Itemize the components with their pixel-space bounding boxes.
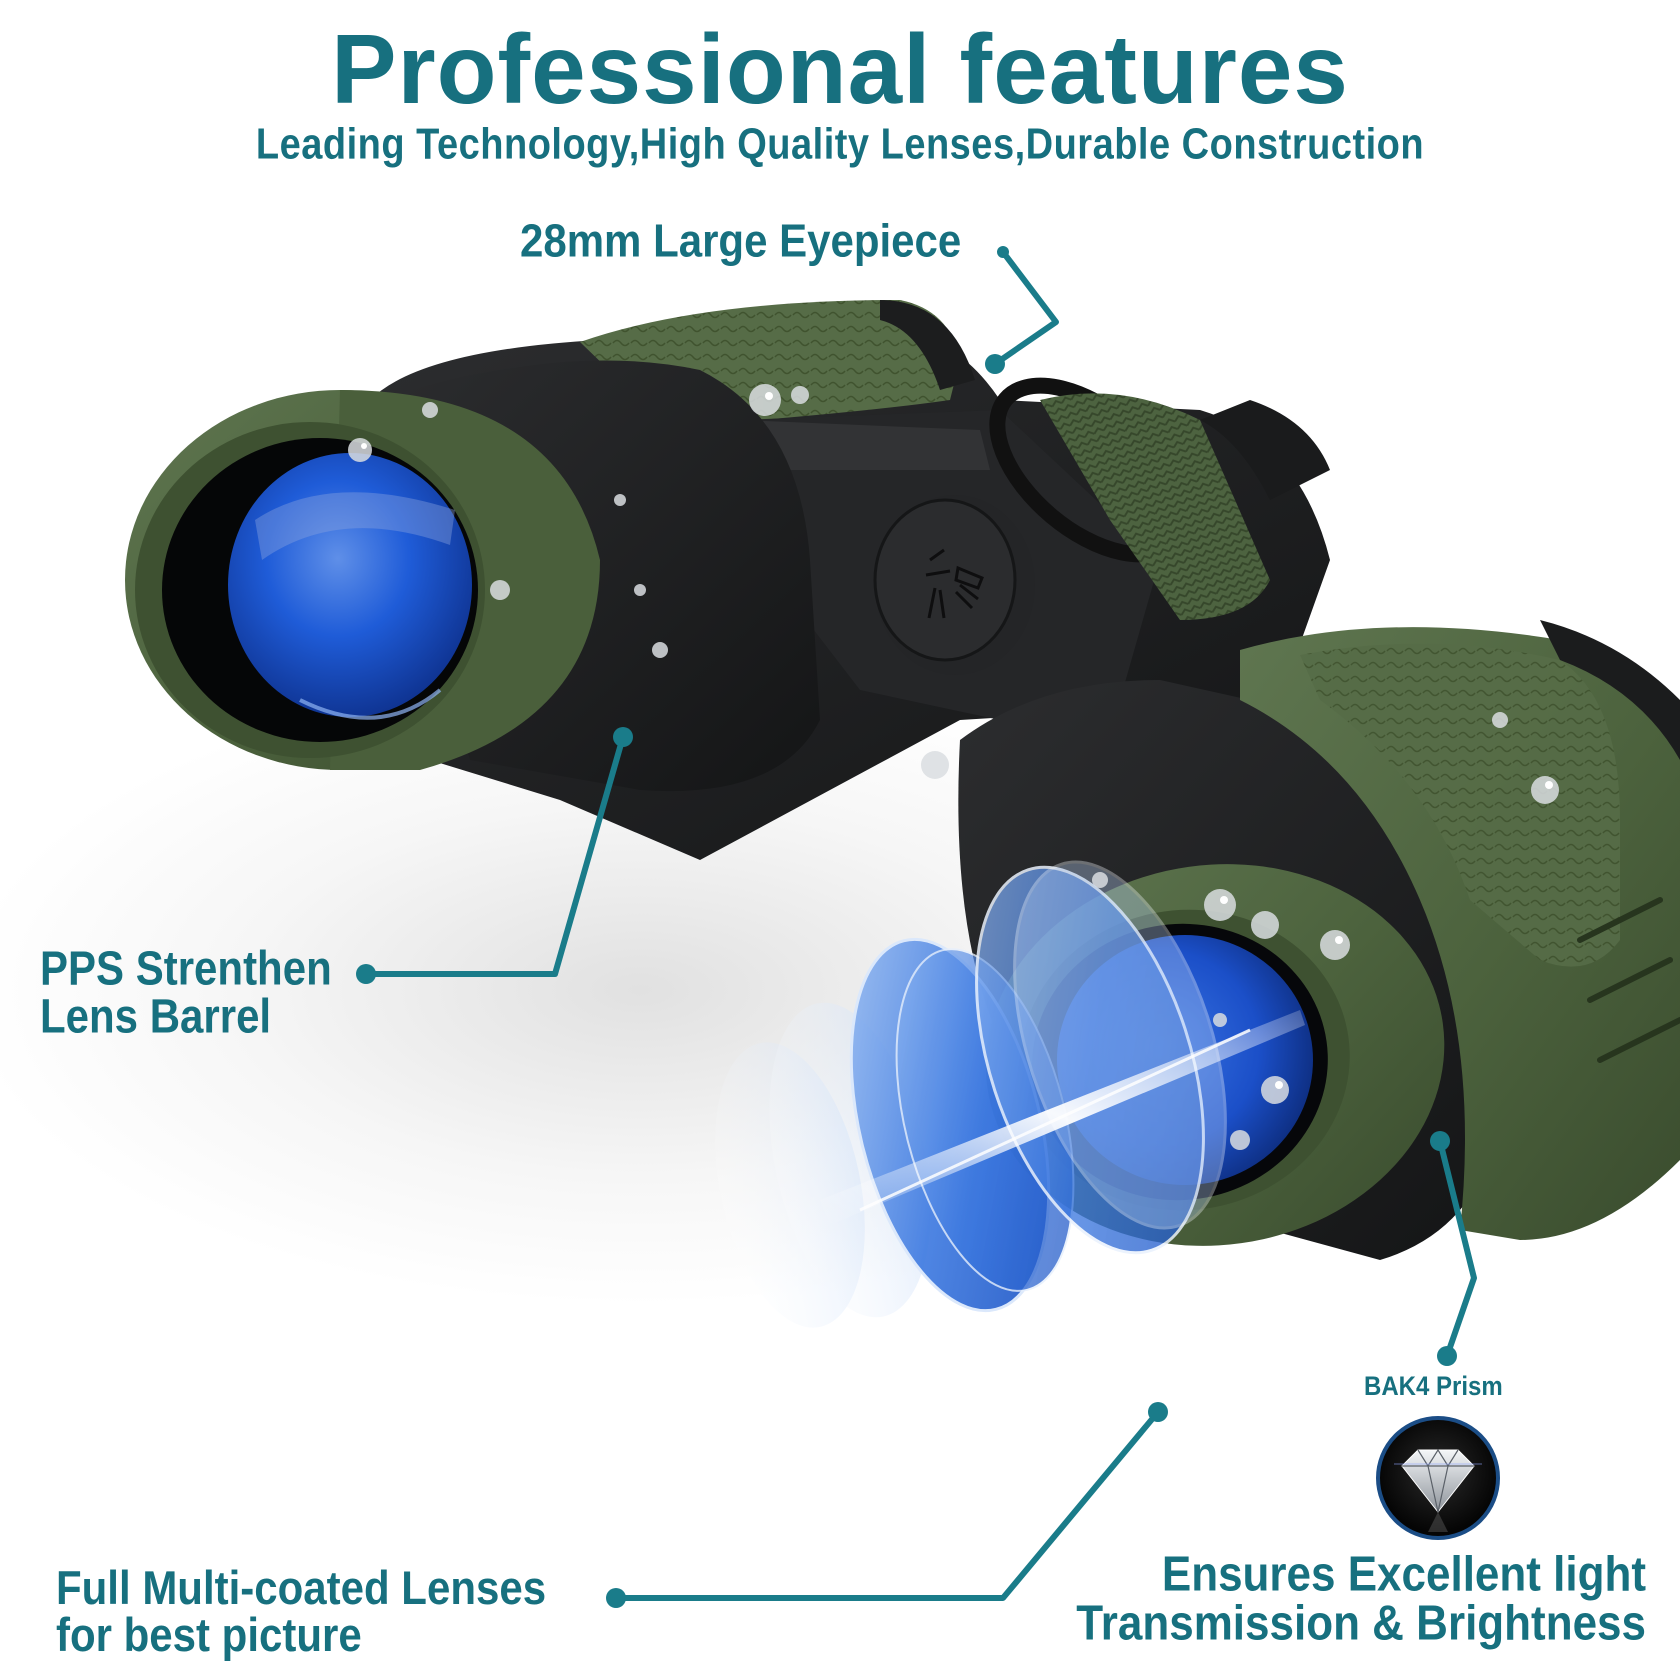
- page-title: Professional features: [331, 14, 1349, 124]
- callout-prism-benefit: Ensures Excellent light Transmission & B…: [1076, 1546, 1646, 1651]
- callout-multicoated-line1: Full Multi-coated Lenses: [56, 1561, 547, 1615]
- grip-ridges: [1577, 897, 1680, 1063]
- leader-eyepiece: [992, 249, 1059, 367]
- leader-barrel: [363, 734, 626, 977]
- prism-badge: [1376, 1416, 1500, 1540]
- leader-dots: [356, 246, 1457, 1608]
- diamond-icon: [1394, 1448, 1482, 1532]
- lens-element: [1013, 860, 1227, 1230]
- left-lens: [228, 453, 472, 717]
- leader-lenses: [613, 1409, 1161, 1601]
- lens-element: [975, 865, 1205, 1255]
- leader-prism: [1437, 1138, 1477, 1359]
- callout-prism-line2: Transmission & Brightness: [1076, 1595, 1646, 1651]
- leader-lines: [363, 249, 1477, 1601]
- callout-prism-line1: Ensures Excellent light: [1161, 1546, 1646, 1602]
- callout-lens-barrel-line1: PPS Strenthen: [40, 940, 332, 995]
- callout-multicoated-lenses: Full Multi-coated Lenses for best pictur…: [56, 1561, 547, 1662]
- callout-eyepiece-text: 28mm Large Eyepiece: [520, 214, 962, 267]
- callout-multicoated-line2: for best picture: [56, 1608, 362, 1662]
- logo-emboss-icon: [925, 548, 984, 619]
- callout-lens-barrel-line2: Lens Barrel: [40, 988, 272, 1043]
- focus-wheel: [1040, 393, 1270, 620]
- callout-lens-barrel: PPS Strenthen Lens Barrel: [40, 940, 332, 1043]
- water-droplets: [348, 384, 1559, 1150]
- callout-eyepiece: 28mm Large Eyepiece: [520, 214, 962, 267]
- page-subtitle: Leading Technology,High Quality Lenses,D…: [255, 120, 1425, 170]
- prism-badge-label: BAK4 Prism: [1364, 1371, 1503, 1402]
